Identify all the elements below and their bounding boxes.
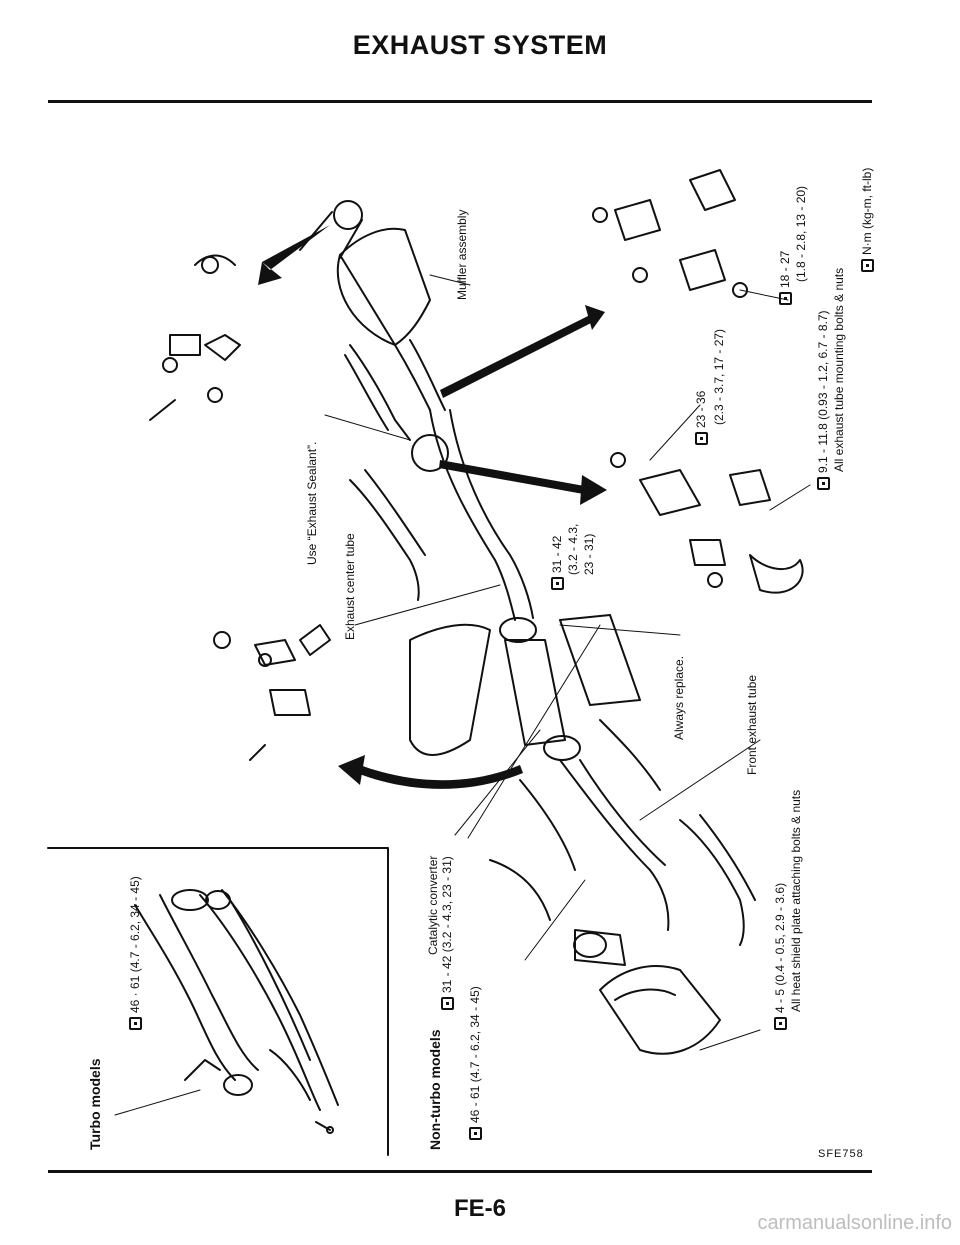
mount-note-torque-value: 9.1 - 11.8 (0.93 - 1.2, 6.7 - 8.7) <box>816 310 830 473</box>
non-turbo-torque-a-value: 46 - 61 (4.7 - 6.2, 34 - 45) <box>468 986 482 1123</box>
torque-icon <box>861 259 874 272</box>
non-turbo-torque-b-value: 31 - 42 (3.2 - 4.3, 23 - 31) <box>440 856 454 993</box>
turbo-inset-frame <box>47 847 389 1156</box>
use-sealant-label: Use “Exhaust Sealant”. <box>305 441 319 565</box>
turbo-torque-value: 46 · 61 (4.7 - 6.2, 34 - 45) <box>128 876 142 1013</box>
non-turbo-torque-a-label: 46 - 61 (4.7 - 6.2, 34 - 45) <box>468 986 482 1140</box>
watermark: carmanualsonline.info <box>757 1212 952 1234</box>
heat-shield-note: All heat shield plate attaching bolts & … <box>789 789 803 1012</box>
arrow-to-left-bracket <box>338 755 523 789</box>
mount-torque-label: 23 - 36 <box>694 391 708 445</box>
front-exhaust-tube-label: Front exhaust tube <box>745 674 759 775</box>
heat-shield-torque-label: 4 - 5 (0.4 - 0.5, 2.9 - 3.6) <box>773 883 787 1030</box>
arrow-to-lower-mount <box>439 460 607 505</box>
torque-icon <box>779 292 792 305</box>
catalytic-converter-label: Catalytic converter <box>426 855 440 955</box>
section-arrows <box>258 225 607 789</box>
page-number: FE-6 <box>453 1195 506 1222</box>
heat-shield-torque-value: 4 - 5 (0.4 - 0.5, 2.9 - 3.6) <box>773 882 787 1013</box>
catalytic-converter-drawing <box>409 614 641 761</box>
mount-torque-line-2: (2.3 - 3.7, 17 - 27) <box>712 328 726 425</box>
bracket-group-right <box>592 169 804 594</box>
bottom-rule <box>48 1170 872 1173</box>
mount-note-torque-label: 9.1 - 11.8 (0.93 - 1.2, 6.7 - 8.7) <box>816 310 830 490</box>
top-rule <box>48 100 872 103</box>
turbo-models-label: Turbo models <box>87 1058 103 1150</box>
torque-icon <box>469 1127 482 1140</box>
torque-icon <box>774 1017 787 1030</box>
turbo-torque-label: 46 · 61 (4.7 - 6.2, 34 - 45) <box>128 876 142 1030</box>
torque-icon <box>695 432 708 445</box>
front-exhaust-tube-drawing <box>489 719 756 966</box>
arrow-to-muffler-bracket <box>258 225 330 285</box>
turbo-front-tube-drawing <box>134 889 339 1134</box>
torque-icon <box>129 1017 142 1030</box>
figure-code: SFE758 <box>818 1148 864 1160</box>
center-tube-drawing <box>344 344 534 621</box>
center-torque-value-1: 31 - 42 <box>550 535 564 573</box>
bracket-torque-label: 18 - 27 <box>778 251 792 305</box>
non-turbo-models-label: Non-turbo models <box>427 1029 443 1150</box>
mount-torque-value-1: 23 - 36 <box>694 390 708 428</box>
exhaust-center-tube-label: Exhaust center tube <box>343 533 357 640</box>
center-torque-label: 31 - 42 <box>550 536 564 590</box>
center-torque-line-3: 23 - 31) <box>582 533 596 575</box>
muffler-assembly-label: Muffler assembly <box>455 209 469 300</box>
mount-note: All exhaust tube mounting bolts & nuts <box>832 267 846 472</box>
always-replace-label: Always replace. <box>672 655 686 740</box>
bracket-torque-line-2: (1.8 - 2.8, 13 - 20) <box>794 185 808 282</box>
torque-icon <box>817 477 830 490</box>
non-turbo-torque-b-label: 31 - 42 (3.2 - 4.3, 23 - 31) <box>440 856 454 1010</box>
bracket-group-left <box>149 254 331 761</box>
torque-icon <box>551 577 564 590</box>
page-title: EXHAUST SYSTEM <box>352 30 608 60</box>
heat-shield-drawing <box>599 965 721 1055</box>
units-note-value: N·m (kg-m, ft-lb) <box>860 167 874 255</box>
units-note-label: N·m (kg-m, ft-lb) <box>860 168 874 272</box>
leader-lines <box>114 274 811 1116</box>
bracket-torque-value-1: 18 - 27 <box>778 250 792 288</box>
torque-icon <box>441 997 454 1010</box>
muffler-drawing <box>299 200 446 411</box>
center-torque-line-2: (3.2 - 4.3, <box>566 523 580 575</box>
arrow-to-upper-mount <box>440 305 605 398</box>
